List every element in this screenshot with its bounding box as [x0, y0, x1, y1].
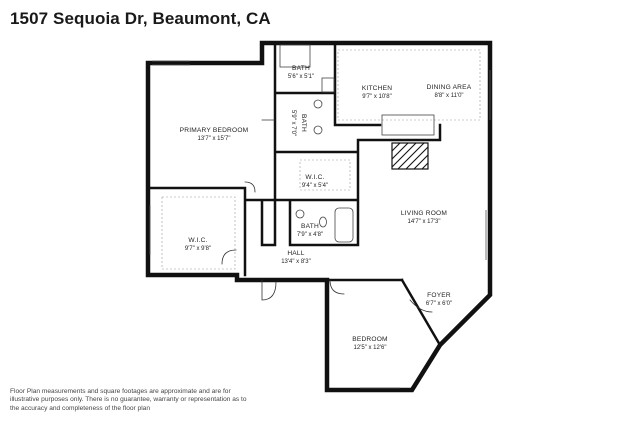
property-address: 1507 Sequoia Dr, Beaumont, CA: [10, 9, 271, 28]
fireplace: [391, 142, 429, 170]
sink: [313, 99, 323, 109]
disclaimer: Floor Plan measurements and square foota…: [10, 388, 247, 412]
door-swing: [221, 119, 433, 313]
label-wic-small: W.I.C.: [305, 174, 324, 181]
room-labels: BATH 5'6" x 5'1" KITCHEN 9'7" x 10'8" DI…: [180, 65, 472, 351]
walls: [145, 40, 493, 393]
label-dining: DINING AREA: [427, 84, 472, 91]
bathtub: [334, 207, 354, 243]
dashed-outlines: [161, 49, 481, 270]
dims-bedroom: 12'5" x 12'6": [354, 345, 387, 351]
windows: [149, 60, 491, 389]
outer-wall: [145, 40, 493, 393]
dims-wic-large: 9'7" x 9'8": [185, 246, 211, 252]
dims-foyer: 6'7" x 6'0": [426, 301, 452, 307]
label-foyer: FOYER: [427, 292, 451, 299]
label-bath-mid: BATH: [301, 223, 319, 230]
sink: [295, 209, 305, 219]
label-bath-top: BATH: [292, 65, 310, 72]
label-kitchen: KITCHEN: [362, 85, 392, 92]
label-bedroom: BEDROOM: [352, 336, 387, 343]
dims-dining: 8'8" x 11'0": [434, 93, 463, 99]
fixtures: [279, 44, 435, 243]
dims-living-room: 14'7" x 17'3": [408, 219, 441, 225]
label-hall: HALL: [287, 250, 304, 257]
label-wic-large: W.I.C.: [188, 237, 207, 244]
dims-bath-vertical: 5'9" x 7'0": [290, 110, 296, 136]
dims-kitchen: 9'7" x 10'8": [362, 94, 392, 100]
dims-hall: 13'4" x 8'3": [281, 259, 311, 265]
dims-wic-small: 9'4" x 5'4": [302, 183, 328, 189]
dims-bath-top: 5'6" x 5'1": [288, 74, 314, 80]
toilet: [319, 216, 327, 228]
sink: [313, 125, 323, 135]
label-living-room: LIVING ROOM: [401, 210, 447, 217]
interior-wall: [146, 41, 442, 347]
label-bath-vertical: BATH: [300, 114, 307, 132]
stove: [321, 77, 335, 93]
shower: [279, 44, 311, 68]
dims-bath-mid: 7'9" x 4'8": [297, 232, 323, 238]
kitchen-island: [381, 114, 435, 136]
label-primary-bedroom: PRIMARY BEDROOM: [180, 127, 249, 134]
dims-primary-bedroom: 13'7" x 15'7": [198, 136, 231, 142]
